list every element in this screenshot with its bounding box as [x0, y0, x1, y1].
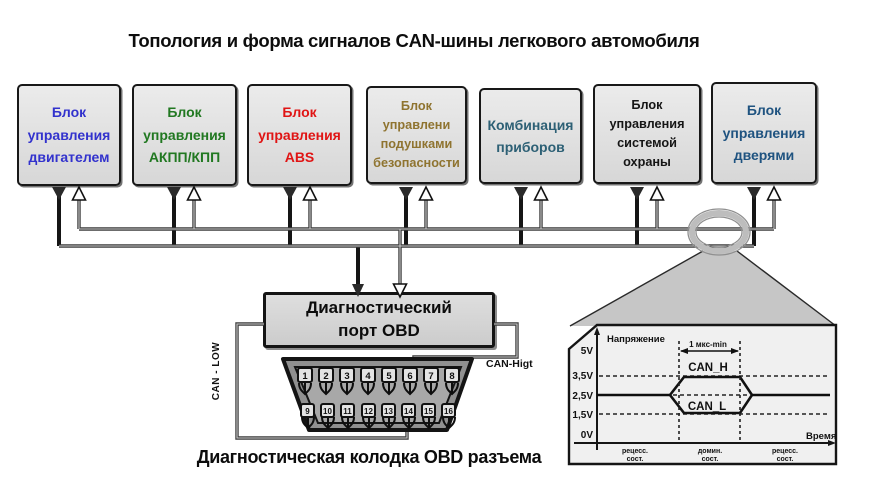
- ecu-box-label: Комбинация приборов: [487, 116, 574, 155]
- voltage-tick-2-5v: 2,5V: [572, 391, 593, 402]
- scope-x-axis-label: Время: [806, 431, 836, 442]
- pin-contact-forks: [298, 382, 459, 429]
- diagram-title: Топология и форма сигналов CAN-шины легк…: [128, 30, 700, 51]
- can-h-label: CAN_H: [688, 362, 728, 374]
- obd-port-label: Диагностический порт OBD: [306, 298, 452, 340]
- obd-pin-label: 16: [444, 407, 453, 416]
- scope-y-axis-label: Напряжение: [607, 334, 665, 345]
- obd-pin-label: 5: [386, 371, 392, 382]
- ecu-box-engine: Блок управления двигателем: [17, 84, 121, 186]
- pulse-arrow-left-icon: [680, 348, 688, 354]
- ecu-box-doors: Блок управления дверями: [711, 82, 817, 184]
- state-label-dominant: сост.: [702, 456, 719, 463]
- ecu-box-transmission: Блок управления АКПП/КПП: [132, 84, 237, 186]
- obd-pin-label: 1: [302, 371, 308, 382]
- obd-pin-label: 8: [449, 371, 454, 382]
- voltage-tick-5v: 5V: [581, 346, 594, 357]
- obd-pin-label: 2: [323, 371, 328, 382]
- ecu-box-label: Блок управления ABS: [258, 104, 341, 166]
- ecu-box-security-system: Блок управления системой охраны: [593, 84, 701, 184]
- bus-wires-solid: [57, 192, 756, 284]
- pin-squares: [297, 367, 460, 418]
- y-axis-arrow-icon: [594, 327, 600, 335]
- obd-pin-label: 6: [407, 371, 412, 382]
- pin-numbers: 1 2 3 4 5 6 7 8 9 10 11 12 13 14 15 16: [302, 371, 454, 416]
- obd-pin-label: 4: [365, 371, 371, 382]
- state-label-recessive-1: сост.: [627, 456, 644, 463]
- signal-scope-panel: Напряжение 5V 3,5V 2,5V 1,5V 0V 1 мкс-mi…: [567, 323, 838, 466]
- obd-pin-label: 14: [404, 407, 413, 416]
- obd-pin-label: 7: [428, 371, 433, 382]
- ecu-box-abs: Блок управления ABS: [247, 84, 352, 186]
- obd-port-box: Диагностический порт OBD: [263, 292, 495, 348]
- can-signal-eye-shape: [668, 375, 754, 415]
- obd-pin-label: 12: [364, 407, 373, 416]
- pulse-width-label: 1 мкс-min: [689, 340, 727, 349]
- ecu-box-label: Блок управления АКПП/КПП: [143, 104, 226, 166]
- magnifier-cone: [569, 250, 837, 327]
- obd-pin-label: 9: [305, 407, 310, 416]
- ecu-box-airbags: Блок управлени подушками безопасности: [366, 86, 467, 184]
- pulse-arrow-right-icon: [731, 348, 739, 354]
- ecu-box-instrument-cluster: Комбинация приборов: [479, 88, 582, 184]
- can-high-label: CAN-Higt: [486, 358, 533, 370]
- ecu-box-label: Блок управления системой охраны: [609, 97, 685, 170]
- x-axis-arrow-icon: [828, 440, 836, 446]
- voltage-tick-3-5v: 3,5V: [572, 371, 593, 382]
- ecu-box-label: Блок управления двигателем: [27, 104, 111, 166]
- state-label-recessive-2: рецесс.: [772, 448, 798, 455]
- state-label-recessive-1: рецесс.: [622, 448, 648, 455]
- obd-pin-label: 11: [343, 407, 352, 416]
- can-l-label: CAN_L: [688, 401, 726, 413]
- obd-connector: 1 2 3 4 5 6 7 8 9 10 11 12 13 14 15 16: [281, 357, 474, 432]
- state-label-recessive-2: сост.: [777, 456, 794, 463]
- bus-arrows: [52, 185, 782, 299]
- can-low-label: CAN - LOW: [211, 342, 222, 400]
- obd-pin-label: 3: [344, 371, 349, 382]
- obd-pin-label: 13: [384, 407, 393, 416]
- obd-pin-label: 10: [323, 407, 332, 416]
- connector-caption: Диагностическая колодка OBD разъема: [196, 447, 542, 467]
- state-label-dominant: домин.: [698, 448, 722, 455]
- obd-pin-label: 15: [424, 407, 433, 416]
- ecu-box-label: Блок управлени подушками безопасности: [373, 98, 460, 171]
- magnifier-lens-icon: [687, 208, 751, 256]
- voltage-tick-0v: 0V: [581, 430, 594, 441]
- voltage-tick-1-5v: 1,5V: [572, 410, 593, 421]
- ecu-box-label: Блок управления дверями: [722, 102, 806, 164]
